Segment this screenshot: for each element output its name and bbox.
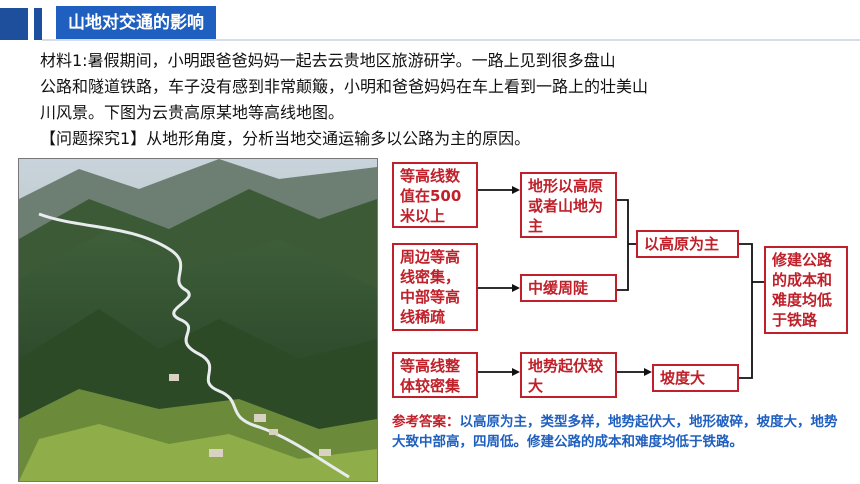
box-contour-dense-overall: 等高线整体较密集: [392, 352, 478, 398]
slide-title: 山地对交通的影响: [56, 6, 216, 40]
answer-text: 以高原为主，类型多样，地势起伏大，地形破碎，坡度大，地势大致中部高，四周低。修建…: [392, 414, 838, 450]
mountain-road-photo: [18, 158, 378, 482]
box-gentle-middle: 中缓周陡: [520, 274, 617, 302]
material-line-3: 川风景。下图为云贵高原某地等高线地图。: [40, 103, 345, 122]
header-divider: [42, 39, 860, 41]
material-text: 材料1:暑假期间，小明跟爸爸妈妈一起去云贵地区旅游研学。一路上见到很多盘山 公路…: [40, 48, 840, 152]
answer-lead: 参考答案：: [392, 414, 460, 430]
box-relief-large: 地势起伏较大: [520, 352, 617, 398]
header-accent-bar-thin: [34, 8, 42, 40]
box-mainly-plateau: 以高原为主: [636, 230, 739, 258]
question-line: 【问题探究1】从地形角度，分析当地交通运输多以公路为主的原因。: [40, 129, 531, 148]
box-conclusion: 修建公路的成本和难度均低于铁路: [764, 246, 848, 334]
material-line-2: 公路和隧道铁路，车子没有感到非常颠簸，小明和爸爸妈妈在车上看到一路上的壮美山: [40, 77, 649, 96]
box-slope-large: 坡度大: [652, 364, 739, 392]
box-contour-dense-sparse: 周边等高线密集，中部等高线稀疏: [392, 243, 478, 331]
material-line-1: 材料1:暑假期间，小明跟爸爸妈妈一起去云贵地区旅游研学。一路上见到很多盘山: [40, 51, 616, 70]
box-terrain-plateau-mountain: 地形以高原或者山地为主: [520, 172, 617, 238]
box-contour-over-500: 等高线数值在500米以上: [392, 162, 478, 228]
header-accent-bar: [0, 8, 28, 40]
reference-answer: 参考答案：以高原为主，类型多样，地势起伏大，地形破碎，坡度大，地势大致中部高，四…: [392, 412, 848, 452]
aerial-landscape-image: [19, 159, 377, 481]
